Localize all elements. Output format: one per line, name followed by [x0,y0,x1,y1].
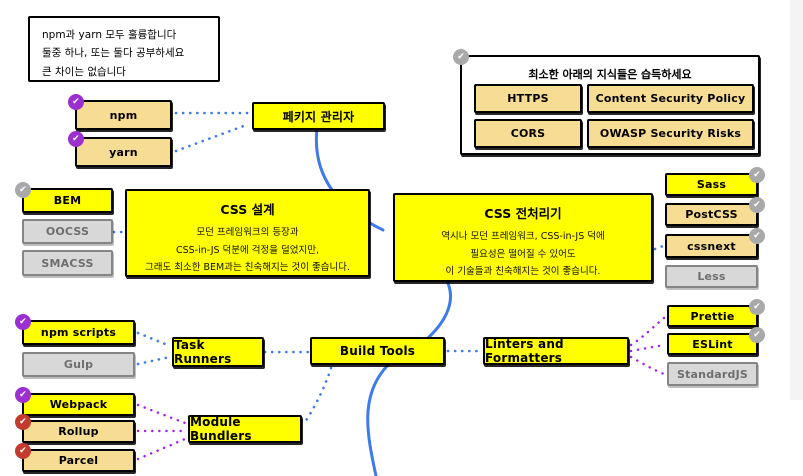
note-line: npm과 yarn 모두 훌륭합니다 [42,29,177,41]
link-webpack-bundlers [136,403,187,425]
node-label: OOCSS [45,225,90,238]
node-prettie[interactable]: ✔ Prettie [667,299,765,327]
link-buildtools-modulebundlers [303,366,333,424]
node-gulp[interactable]: Gulp [22,352,135,377]
page-edge-strip [790,0,803,400]
spine-curve-mid [426,279,452,340]
node-css-design[interactable]: CSS 설계 모던 프레임워크의 등장과 CSS-in-JS 덕분에 걱정을 덜… [125,189,370,277]
node-label: Module Bundlers [190,415,252,443]
node-label: ESLint [692,337,733,351]
check-icon[interactable]: ✔ [68,94,84,110]
node-label: CORS [510,127,546,140]
box-line: CSS-in-JS 덕분에 걱정을 덜었지만, [175,244,320,256]
box-line: 모던 프레임워크의 등장과 [196,227,299,238]
node-cssnext[interactable]: ✔ cssnext [665,228,765,258]
node-label: yarn [109,145,138,159]
node-content-security-policy[interactable]: Content Security Policy [587,84,754,113]
box-title: CSS 전처리기 [484,206,562,221]
check-icon[interactable]: ✔ [749,167,765,183]
security-group-title: 최소한 아래의 지식들은 습득하세요 [528,68,692,81]
node-package-manager[interactable]: 페키지 관리자 [252,102,385,130]
node-css-preprocessors[interactable]: CSS 전처리기 역시나 모던 프레임워크, CSS-in-JS 덕에 필요성은… [393,193,653,282]
check-icon[interactable]: ✔ [15,443,31,459]
node-task-runners[interactable]: Task Runners [172,337,264,367]
note-line: 둘중 하나, 또는 둘다 공부하세요 [42,47,185,60]
node-label: Less [697,270,726,283]
link-linters-prettie [629,316,666,347]
node-eslint[interactable]: ✔ ESLint [667,327,765,355]
node-label: npm [109,108,138,122]
box-line: 필요성은 떨어질 수 있어도 [470,248,576,260]
node-label: npm scripts [40,326,117,339]
node-label: Task Runners [174,338,232,366]
node-label: Build Tools [339,344,416,358]
node-build-tools[interactable]: Build Tools [310,337,445,365]
link-linters-eslint [629,343,666,353]
check-icon[interactable]: ✔ [749,299,765,315]
check-icon[interactable]: ✔ [15,414,31,430]
spine-curve-bottom [366,363,390,476]
node-less[interactable]: Less [665,265,758,288]
box-title: CSS 설계 [220,202,275,217]
check-icon[interactable]: ✔ [749,327,765,343]
box-line: 역시나 모던 프레임워크, CSS-in-JS 덕에 [441,231,605,242]
note-npm-yarn: npm과 yarn 모두 훌륭합니다 둘중 하나, 또는 둘다 공부하세요 큰 … [28,16,220,82]
check-icon[interactable]: ✔ [15,314,31,330]
node-yarn[interactable]: ✔ yarn [68,131,172,167]
security-group: ✔ 최소한 아래의 지식들은 습득하세요 HTTPS Content Secur… [453,49,760,155]
check-icon[interactable]: ✔ [749,197,765,213]
node-label: Parcel [58,454,99,467]
node-oocss[interactable]: OOCSS [22,219,113,244]
link-yarn-pkg [174,122,251,153]
node-cors[interactable]: CORS [474,119,582,148]
box-line: 이 기술들과 친숙해지는 것이 좋습니다. [445,266,601,278]
check-icon[interactable]: ✔ [68,131,84,147]
node-linters-and-formatters[interactable]: Linters and Formatters [483,337,629,365]
node-owasp-security-risks[interactable]: OWASP Security Risks [587,119,754,148]
link-npmscripts-taskrunners [136,331,172,348]
node-sass[interactable]: ✔ Sass [665,167,765,196]
node-label: Prettie [690,309,735,323]
node-label: StandardJS [676,367,749,381]
node-module-bundlers[interactable]: Module Bundlers [188,415,302,443]
node-label: OWASP Security Risks [599,127,742,140]
node-rollup[interactable]: ✔ Rollup [15,414,135,443]
check-icon[interactable]: ✔ [15,387,31,403]
node-parcel[interactable]: ✔ Parcel [15,443,135,472]
link-linters-standardjs [629,355,666,376]
node-label: Rollup [58,425,99,438]
node-npm[interactable]: ✔ npm [68,94,172,130]
node-label: Content Security Policy [595,92,746,105]
node-webpack[interactable]: ✔ Webpack [15,387,135,416]
node-bem[interactable]: ✔ BEM [15,182,113,213]
node-npm-scripts[interactable]: ✔ npm scripts [15,314,135,345]
node-label: 페키지 관리자 [282,109,355,124]
node-label: SMACSS [41,256,94,270]
node-label: Gulp [63,358,94,371]
check-icon[interactable]: ✔ [15,182,31,198]
node-label: Sass [696,178,727,191]
node-https[interactable]: HTTPS [474,84,582,113]
node-label: BEM [53,194,82,207]
node-label: Webpack [49,398,108,411]
check-icon[interactable]: ✔ [453,49,469,65]
check-icon[interactable]: ✔ [749,228,765,244]
node-postcss[interactable]: ✔ PostCSS [665,197,765,226]
node-standardjs[interactable]: StandardJS [667,362,758,386]
node-label: Linters and Formatters [485,337,564,365]
link-preproc-cssnext [653,244,665,251]
node-label: PostCSS [685,208,738,221]
link-gulp-taskrunners [136,355,172,366]
node-smacss[interactable]: SMACSS [22,250,113,276]
note-line: 큰 차이는 없습니다 [42,65,126,78]
node-label: cssnext [687,239,736,253]
link-parcel-bundlers [136,437,187,461]
box-line: 그래도 최소한 BEM과는 친숙해지는 것이 좋습니다. [145,262,350,274]
node-label: HTTPS [507,92,549,105]
